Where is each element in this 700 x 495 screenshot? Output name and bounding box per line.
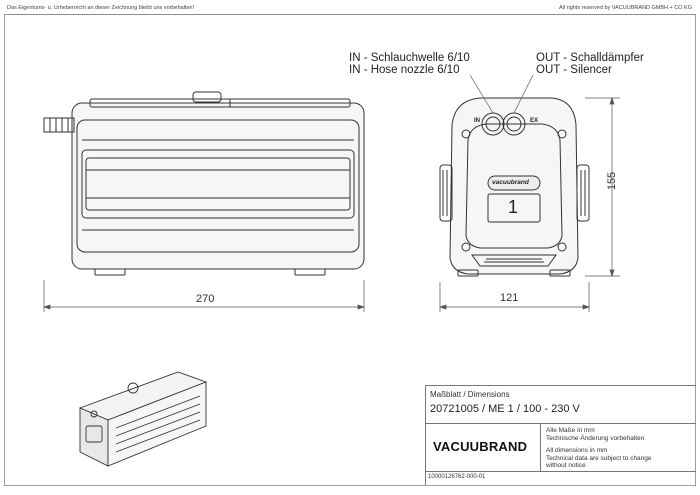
callout-in-de: IN - Schlauchwelle 6/10 bbox=[349, 52, 470, 64]
note-en-dimensions: All dimensions in mm bbox=[546, 447, 608, 454]
note-en-changes: Technical data are subject to change bbox=[546, 454, 652, 462]
dimension-width-front: 121 bbox=[500, 292, 519, 304]
note-en-notice: without notice bbox=[546, 462, 586, 469]
copyright-notice-en: All rights reserved by VACUUBRAND GMBH +… bbox=[559, 5, 692, 11]
copyright-notice-de: Das Eigentums- u. Urheberrecht an dieser… bbox=[7, 5, 195, 11]
callout-out-en: OUT - Silencer bbox=[536, 64, 612, 76]
callout-in-en: IN - Hose nozzle 6/10 bbox=[349, 64, 460, 76]
port-in-marking: IN bbox=[474, 118, 480, 124]
dimension-width-side: 270 bbox=[196, 293, 215, 305]
sheet-title: Maßblatt / Dimensions bbox=[430, 390, 510, 399]
callout-out-de: OUT - Schalldämpfer bbox=[536, 52, 644, 64]
title-block: Maßblatt / Dimensions 20721005 / ME 1 / … bbox=[425, 385, 696, 485]
pump-number-plate: 1 bbox=[508, 197, 519, 217]
note-de-changes: Technische Änderung vorbehalten bbox=[546, 434, 645, 442]
brand-badge: vacuubrand bbox=[492, 179, 529, 186]
notes-en: All dimensions in mm Technical data are … bbox=[546, 447, 652, 470]
document-number: 10000126762-000-01 bbox=[428, 474, 486, 480]
model-designation: 20721005 / ME 1 / 100 - 230 V bbox=[430, 403, 580, 415]
note-de-dimensions: Alle Maße in mm bbox=[546, 427, 595, 434]
notes-de: Alle Maße in mm Technische Änderung vorb… bbox=[546, 427, 644, 442]
vacuubrand-logo: VACUUBRAND bbox=[433, 439, 528, 454]
port-ex-marking: EX bbox=[530, 118, 539, 124]
